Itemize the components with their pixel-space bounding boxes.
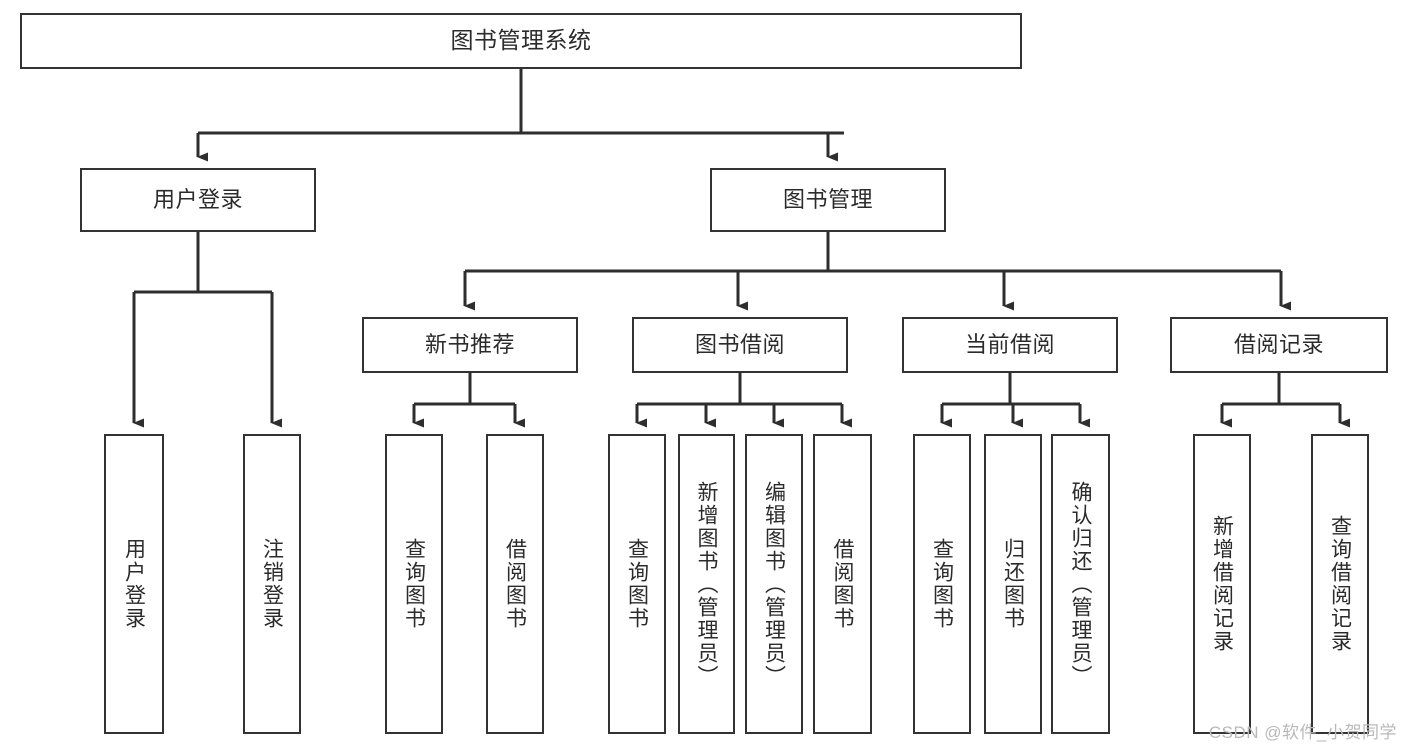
node-new-book-recommend-label: 新书推荐 bbox=[424, 331, 515, 357]
node-book-management-label: 图书管理 bbox=[782, 186, 873, 212]
edges-root-to-level2 bbox=[196, 69, 844, 162]
edges-newbook-to-leaves bbox=[412, 373, 525, 428]
leaf-query-book-current-label: 查询图书 bbox=[930, 538, 954, 630]
node-book-borrow[interactable]: 图书借阅 bbox=[632, 317, 848, 373]
leaf-logout[interactable]: 注销登录 bbox=[243, 434, 301, 734]
leaf-query-book-newbook[interactable]: 查询图书 bbox=[385, 434, 443, 734]
leaf-user-login-label: 用户登录 bbox=[122, 538, 146, 630]
node-current-borrow[interactable]: 当前借阅 bbox=[902, 317, 1118, 373]
edges-userlogin-to-leaves bbox=[132, 232, 282, 428]
leaf-add-book-admin-label: 新增图书（管理员） bbox=[695, 480, 719, 688]
node-root-system[interactable]: 图书管理系统 bbox=[20, 13, 1022, 69]
edges-bookmgmt-to-level3 bbox=[463, 232, 1291, 311]
leaf-edit-book-admin-label: 编辑图书（管理员） bbox=[762, 480, 786, 688]
leaf-logout-label: 注销登录 bbox=[260, 538, 284, 630]
node-book-management[interactable]: 图书管理 bbox=[710, 168, 946, 232]
leaf-borrow-book-borrow[interactable]: 借阅图书 bbox=[813, 434, 872, 734]
node-borrow-record-label: 借阅记录 bbox=[1233, 331, 1324, 357]
leaf-borrow-book-newbook[interactable]: 借阅图书 bbox=[486, 434, 544, 734]
leaf-confirm-return-admin-label: 确认归还（管理员） bbox=[1069, 480, 1093, 688]
leaf-query-book-current[interactable]: 查询图书 bbox=[913, 434, 971, 734]
leaf-query-borrow-record[interactable]: 查询借阅记录 bbox=[1311, 434, 1369, 734]
leaf-user-login[interactable]: 用户登录 bbox=[104, 434, 164, 734]
leaf-query-book-borrow-label: 查询图书 bbox=[625, 538, 649, 630]
node-current-borrow-label: 当前借阅 bbox=[964, 331, 1055, 357]
leaf-edit-book-admin[interactable]: 编辑图书（管理员） bbox=[745, 434, 803, 734]
node-user-login-label: 用户登录 bbox=[152, 186, 243, 212]
leaf-confirm-return-admin[interactable]: 确认归还（管理员） bbox=[1051, 434, 1110, 734]
leaf-add-book-admin[interactable]: 新增图书（管理员） bbox=[678, 434, 735, 734]
node-borrow-record[interactable]: 借阅记录 bbox=[1170, 317, 1388, 373]
node-user-login[interactable]: 用户登录 bbox=[80, 168, 316, 232]
edges-currentborrow-to-leaves bbox=[940, 373, 1090, 428]
leaf-query-borrow-record-label: 查询借阅记录 bbox=[1328, 515, 1352, 653]
leaf-return-book-label: 归还图书 bbox=[1001, 538, 1025, 630]
leaf-add-borrow-record-label: 新增借阅记录 bbox=[1210, 515, 1234, 653]
leaf-borrow-book-borrow-label: 借阅图书 bbox=[831, 538, 855, 630]
edges-borrowrecord-to-leaves bbox=[1220, 373, 1350, 428]
node-book-borrow-label: 图书借阅 bbox=[694, 331, 785, 357]
leaf-add-borrow-record[interactable]: 新增借阅记录 bbox=[1193, 434, 1251, 734]
node-new-book-recommend[interactable]: 新书推荐 bbox=[362, 317, 578, 373]
leaf-return-book[interactable]: 归还图书 bbox=[984, 434, 1042, 734]
leaf-query-book-newbook-label: 查询图书 bbox=[402, 538, 426, 630]
csdn-watermark: CSDN @软件_小贺同学 bbox=[1208, 723, 1397, 742]
edges-bookborrow-to-leaves bbox=[635, 373, 852, 428]
leaf-borrow-book-newbook-label: 借阅图书 bbox=[503, 538, 527, 630]
node-root-system-label: 图书管理系统 bbox=[450, 27, 592, 54]
leaf-query-book-borrow[interactable]: 查询图书 bbox=[608, 434, 666, 734]
